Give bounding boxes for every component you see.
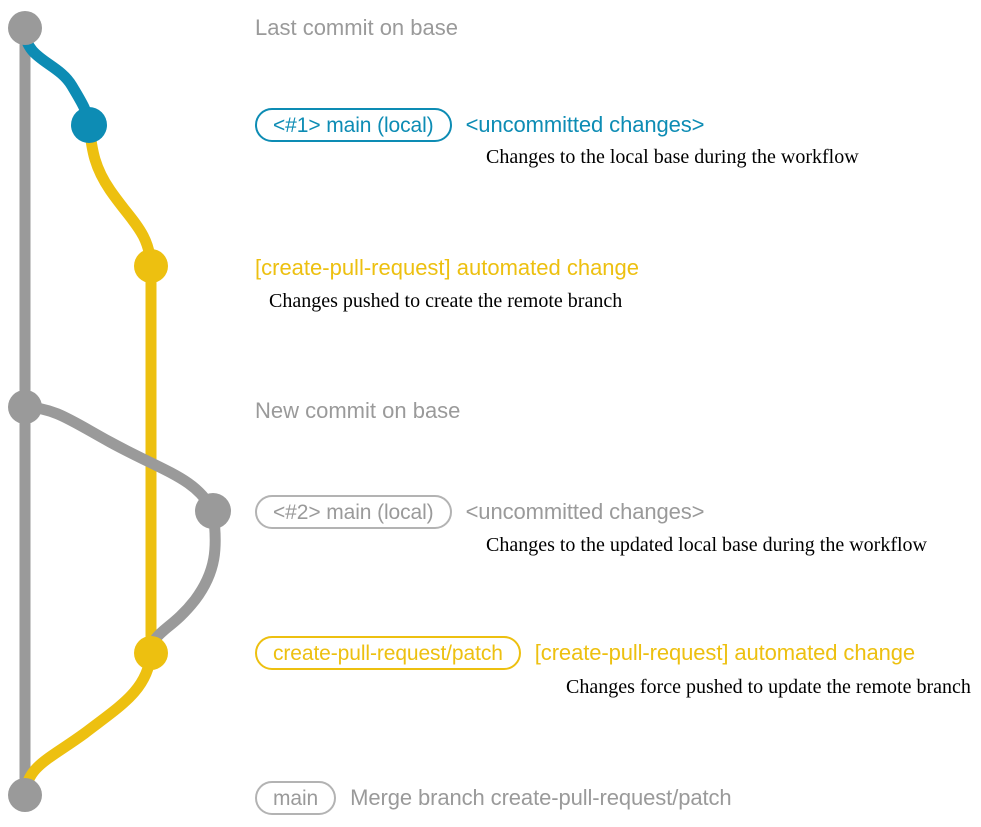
commit-description-updated-local-base-workflow: Changes to the updated local base during… <box>486 534 927 556</box>
commit-node-automated-change-create[interactable] <box>134 249 168 283</box>
commit-description-local-base-workflow: Changes to the local base during the wor… <box>486 146 859 168</box>
commit-subject-new-commit-on-base: New commit on base <box>255 398 461 423</box>
commit-row-merge-commit: main Merge branch create-pull-request/pa… <box>255 781 732 815</box>
ref-badge-main-local-2-label: <#2> main (local) <box>273 500 434 524</box>
ref-badge-main-local-1-label: <#1> main (local) <box>273 113 434 137</box>
branch-blue-from-base <box>19 24 95 131</box>
commit-row-automated-change-update: create-pull-request/patch [create-pull-r… <box>255 636 915 670</box>
branch-yellow-from-local1 <box>83 119 157 272</box>
commit-row-local-uncommitted-1: <#1> main (local) <uncommitted changes> <box>255 108 704 142</box>
branch-gray-from-base2 <box>19 401 219 517</box>
commit-node-local-uncommitted-2[interactable] <box>195 493 231 529</box>
commit-subject-uncommitted-changes-1: <uncommitted changes> <box>465 112 705 137</box>
commit-description-pushed-create-remote: Changes pushed to create the remote bran… <box>269 290 623 312</box>
ref-badge-create-pull-request-patch[interactable]: create-pull-request/patch <box>255 636 521 670</box>
commit-row-automated-change-create: [create-pull-request] automated change <box>255 254 639 282</box>
commit-subject-automated-change-update: [create-pull-request] automated change <box>534 640 916 665</box>
ref-badge-main-local-2[interactable]: <#2> main (local) <box>255 495 452 529</box>
ref-badge-main-label: main <box>273 786 319 810</box>
merge-yellow-to-base <box>19 647 157 801</box>
commit-node-automated-change-update[interactable] <box>134 636 168 670</box>
ref-badge-main[interactable]: main <box>255 781 337 815</box>
commit-subject-uncommitted-changes-2: <uncommitted changes> <box>465 499 705 524</box>
ref-badge-main-local-1[interactable]: <#1> main (local) <box>255 108 452 142</box>
commit-subject-merge-branch: Merge branch create-pull-request/patch <box>350 785 732 810</box>
commit-subject-automated-change-create: [create-pull-request] automated change <box>255 255 640 280</box>
ref-badge-create-pull-request-patch-label: create-pull-request/patch <box>273 641 503 665</box>
commit-row-last-commit-on-base: Last commit on base <box>255 14 458 42</box>
commit-description-force-pushed-update-remote: Changes force pushed to update the remot… <box>566 676 971 698</box>
branch-gray-to-patch2 <box>145 505 221 659</box>
commit-node-local-uncommitted-1[interactable] <box>71 107 107 143</box>
commit-subject-last-commit-on-base: Last commit on base <box>255 15 458 40</box>
commit-node-new-commit-on-base[interactable] <box>8 390 42 424</box>
commit-node-last-commit-on-base[interactable] <box>8 11 42 45</box>
commit-node-merge-commit[interactable] <box>8 778 42 812</box>
commit-row-local-uncommitted-2: <#2> main (local) <uncommitted changes> <box>255 495 704 529</box>
commit-row-new-commit-on-base: New commit on base <box>255 397 460 425</box>
